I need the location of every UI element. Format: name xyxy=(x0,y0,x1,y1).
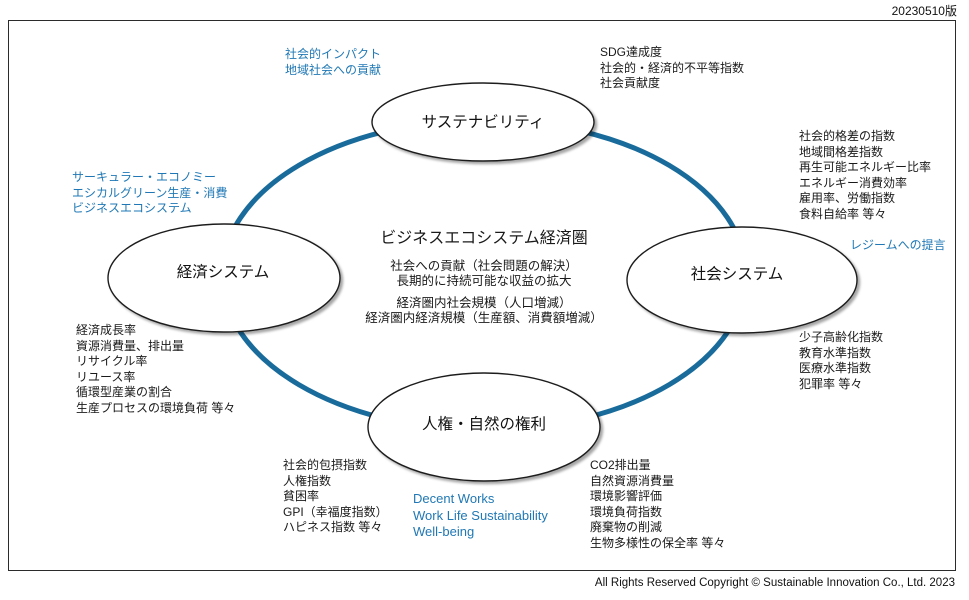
metric-line: 経済成長率 xyxy=(76,323,137,337)
metric-line: 食料自給率 等々 xyxy=(799,206,887,221)
annotation-line: Work Life Sustainability xyxy=(413,507,548,523)
sustainability-metrics: SDG達成度 社会的・経済的不平等指数 社会貢献度 xyxy=(600,45,744,92)
metric-line: 環境影響評価 xyxy=(590,489,663,503)
annotation-line: エシカルグリーン生産・消費 xyxy=(72,185,228,200)
metric-line: 貧困率 xyxy=(283,489,320,503)
metric-line: 社会貢献度 xyxy=(600,76,661,90)
metric-line: 雇用率、労働指数 xyxy=(799,191,896,205)
metric-line: リユース率 xyxy=(76,369,136,384)
annotation-line: Well-being xyxy=(413,524,475,539)
annotation-line: レジームへの提言 xyxy=(850,238,946,252)
metric-line: 教育水準指数 xyxy=(799,345,872,360)
metric-line: 再生可能エネルギー比率 xyxy=(799,160,932,174)
metric-line: 生産プロセスの環境負荷 等々 xyxy=(76,400,236,415)
regime-proposal-annotation: レジームへの提言 xyxy=(850,238,946,254)
ellipse-human-rights xyxy=(367,372,601,482)
metric-line: 資源消費量、排出量 xyxy=(76,338,185,353)
metric-line: 地域間格差指数 xyxy=(799,144,884,159)
social-system-lower-metrics: 少子高齢化指数 教育水準指数 医療水準指数 犯罪率 等々 xyxy=(799,330,883,392)
annotation-line: 地域社会への貢献 xyxy=(285,62,382,77)
diagram-border xyxy=(8,20,956,571)
metric-line: 人権指数 xyxy=(283,473,332,488)
center-line: 社会への貢献（社会問題の解決） xyxy=(390,259,578,273)
node-human-rights: 人権・自然の権利 xyxy=(421,416,547,433)
environment-metrics: CO2排出量 自然資源消費量 環境影響評価 環境負荷指数 廃棄物の削減 生物多様… xyxy=(590,458,725,551)
ellipse-social-system xyxy=(626,226,858,334)
social-impact-annotation: 社会的インパクト 地域社会への貢献 xyxy=(285,47,381,78)
metric-line: ハピネス指数 等々 xyxy=(283,520,383,534)
metric-line: エネルギー消費効率 xyxy=(799,175,908,190)
economic-system-metrics: 経済成長率 資源消費量、排出量 リサイクル率 リユース率 循環型産業の割合 生産… xyxy=(76,323,235,416)
metric-line: 生物多様性の保全率 等々 xyxy=(590,535,726,550)
center-description: ビジネスエコシステム経済圏 社会への貢献（社会問題の解決） 長期的に持続可能な収… xyxy=(365,224,603,326)
human-rights-social-metrics: 社会的包摂指数 人権指数 貧困率 GPI（幸福度指数） ハピネス指数 等々 xyxy=(283,458,388,536)
ellipse-economic-system xyxy=(107,223,341,333)
metric-line: 社会的包摂指数 xyxy=(283,458,368,472)
metric-line: 廃棄物の削減 xyxy=(590,520,663,534)
metric-line: 社会的格差の指数 xyxy=(799,129,896,143)
metric-line: 医療水準指数 xyxy=(799,361,872,375)
metric-line: リサイクル率 xyxy=(76,354,148,368)
node-social-system: 社会システム xyxy=(690,266,784,283)
version-label: 20230510版 xyxy=(891,4,957,18)
circular-economy-annotation: サーキュラー・エコノミー エシカルグリーン生産・消費 ビジネスエコシステム xyxy=(72,170,227,217)
metric-line: 自然資源消費量 xyxy=(590,473,675,488)
annotation-line: サーキュラー・エコノミー xyxy=(72,170,217,184)
annotation-line: Decent Works xyxy=(413,491,495,506)
center-line: 長期的に持続可能な収益の拡大 xyxy=(396,274,572,288)
copyright-text: All Rights Reserved Copyright © Sustaina… xyxy=(594,577,955,589)
center-line: 経済圏内経済規模（生産額、消費額増減） xyxy=(365,311,603,325)
center-title: ビジネスエコシステム経済圏 xyxy=(380,230,588,247)
annotation-line: 社会的インパクト xyxy=(285,47,382,61)
metric-line: SDG達成度 xyxy=(600,45,663,59)
metric-line: 少子高齢化指数 xyxy=(799,330,884,344)
social-system-upper-metrics: 社会的格差の指数 地域間格差指数 再生可能エネルギー比率 エネルギー消費効率 雇… xyxy=(799,129,931,222)
metric-line: 環境負荷指数 xyxy=(590,504,663,519)
node-sustainability: サステナビリティ xyxy=(421,114,545,131)
ellipse-sustainability xyxy=(371,82,595,162)
metric-line: 犯罪率 等々 xyxy=(799,376,863,391)
metric-line: 循環型産業の割合 xyxy=(76,385,173,399)
decent-works-annotation: Decent Works Work Life Sustainability We… xyxy=(413,491,548,541)
node-economic-system: 経済システム xyxy=(176,264,270,281)
metric-line: GPI（幸福度指数） xyxy=(283,504,388,519)
annotation-line: ビジネスエコシステム xyxy=(72,201,192,215)
metric-line: CO2排出量 xyxy=(590,458,651,472)
center-line: 経済圏内社会規模（人口増減） xyxy=(396,296,572,310)
metric-line: 社会的・経済的不平等指数 xyxy=(600,60,745,75)
